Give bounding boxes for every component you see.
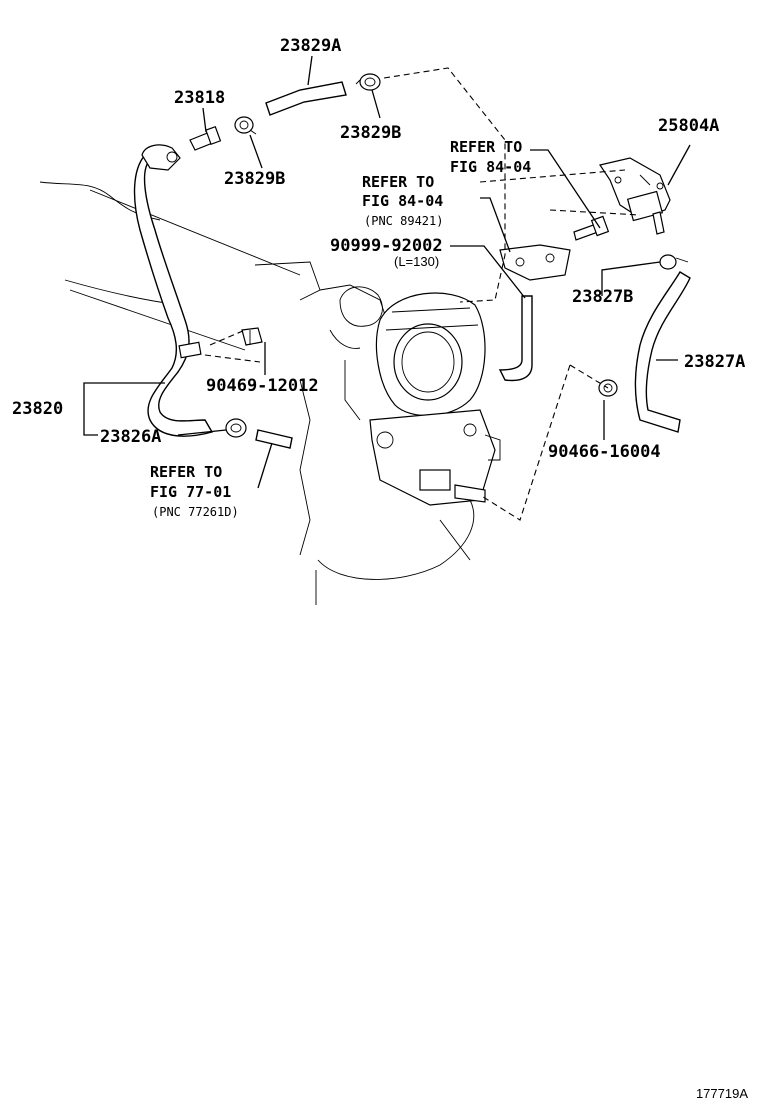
leader-lines <box>83 55 691 489</box>
label-23818: 23818 <box>174 88 225 108</box>
hose-23827A <box>634 271 691 433</box>
label-23829B-left: 23829B <box>224 169 285 189</box>
label-90469-12012: 90469-12012 <box>206 376 319 396</box>
fitting-23818 <box>189 125 222 151</box>
engine-outline <box>39 181 475 605</box>
ref3-line2: FIG 77-01 <box>150 483 231 501</box>
label-length: (L=130) <box>394 254 439 269</box>
ref1-line1: REFER TO <box>450 138 522 156</box>
hose-90999-92002 <box>498 295 533 382</box>
dashed-connections <box>204 67 641 521</box>
hose-23820 <box>133 153 214 437</box>
label-90466-16004: 90466-16004 <box>548 442 661 462</box>
label-23820: 23820 <box>12 399 63 419</box>
ref1-line2: FIG 84-04 <box>450 158 531 176</box>
figure-code: 177719A <box>696 1086 748 1101</box>
hose-band <box>178 341 202 359</box>
hose-elbow-connector <box>141 144 181 171</box>
bracket-89421 <box>499 244 571 281</box>
ref2-line3: (PNC 89421) <box>364 214 443 228</box>
clamp-23826A <box>225 418 247 438</box>
ref3-line1: REFER TO <box>150 463 222 481</box>
ref2-line1: REFER TO <box>362 173 434 191</box>
label-90999-92002: 90999-92002 <box>330 236 443 256</box>
label-25804A: 25804A <box>658 116 719 136</box>
ref2-line2: FIG 84-04 <box>362 192 443 210</box>
clamp-23829B-lower <box>234 116 257 135</box>
label-23826A: 23826A <box>100 427 161 447</box>
label-23827B: 23827B <box>572 287 633 307</box>
throttle-body <box>369 292 501 506</box>
fitting-23827B <box>659 254 689 270</box>
bolt <box>573 215 610 241</box>
label-23829B-right: 23829B <box>340 123 401 143</box>
label-23827A: 23827A <box>684 352 745 372</box>
label-23829A: 23829A <box>280 36 341 56</box>
hose-23829A <box>265 81 347 116</box>
hose-short-ref-77-01 <box>255 429 293 449</box>
vsv-25804A <box>599 157 671 235</box>
ref3-line3: (PNC 77261D) <box>152 505 239 519</box>
clamp-23829B-upper <box>355 73 381 91</box>
clip-90469-12012 <box>241 327 263 346</box>
